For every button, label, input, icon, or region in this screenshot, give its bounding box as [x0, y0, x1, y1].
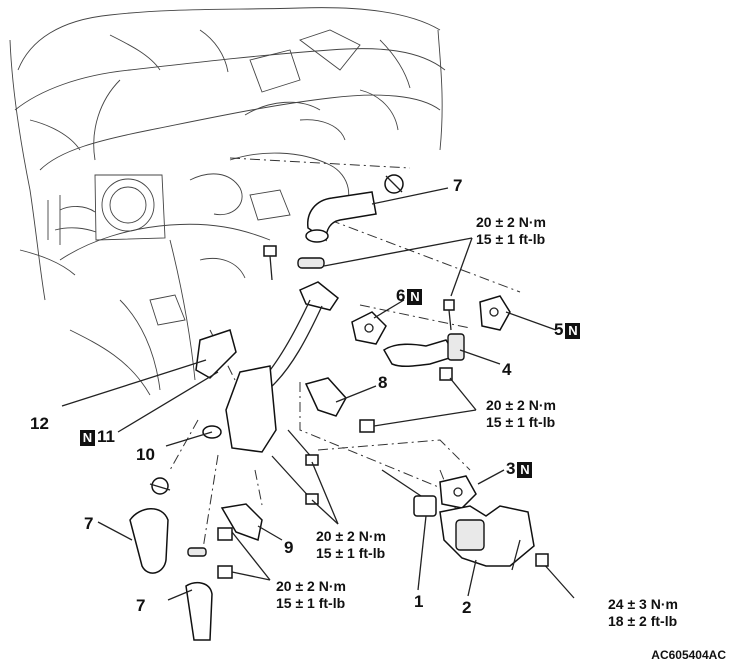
callout-12: 12 — [30, 414, 49, 433]
new-part-badge: N — [565, 322, 581, 339]
torque-spec-metric: 20 ± 2 N·m — [276, 578, 346, 594]
figure-code: AC605404AC — [651, 648, 726, 662]
new-part-badge: N — [80, 429, 95, 446]
torque-spec-bottom: 20 ± 2 N·m 15 ± 1 ft-lb — [276, 578, 346, 612]
assembly-guide-lines — [169, 157, 521, 556]
callout-10: 10 — [136, 445, 155, 464]
new-part-badge: N — [517, 461, 533, 478]
callout-11-number: 11 — [97, 427, 115, 446]
callout-3-number: 3 — [506, 459, 516, 478]
torque-spec-imperial: 15 ± 1 ft-lb — [476, 231, 546, 247]
callout-5-number: 5 — [554, 320, 564, 339]
torque-spec-imperial: 18 ± 2 ft-lb — [608, 613, 678, 629]
engine-outline — [9, 7, 446, 396]
callout-9: 9 — [284, 538, 294, 557]
callout-8: 8 — [378, 373, 388, 392]
callout-4: 4 — [502, 360, 512, 379]
callout-2: 2 — [462, 598, 472, 617]
torque-spec-top: 20 ± 2 N·m 15 ± 1 ft-lb — [476, 214, 546, 248]
torque-spec-metric: 24 ± 3 N·m — [608, 596, 678, 612]
torque-spec-imperial: 15 ± 1 ft-lb — [276, 595, 346, 611]
callout-7-left: 7 — [84, 514, 94, 533]
torque-spec-metric: 20 ± 2 N·m — [486, 397, 556, 413]
callout-7-upper: 7 — [453, 176, 463, 195]
callout-6-number: 6 — [396, 286, 406, 305]
torque-spec-imperial: 15 ± 1 ft-lb — [486, 414, 556, 430]
torque-spec-valve-bolt: 24 ± 3 N·m 18 ± 2 ft-lb — [608, 596, 678, 630]
new-part-badge: N — [407, 288, 423, 305]
torque-spec-lower: 20 ± 2 N·m 15 ± 1 ft-lb — [316, 528, 386, 562]
torque-spec-imperial: 15 ± 1 ft-lb — [316, 545, 386, 561]
callout-7-lower: 7 — [136, 596, 146, 615]
torque-spec-metric: 20 ± 2 N·m — [316, 528, 386, 544]
callout-1: 1 — [414, 592, 424, 611]
torque-spec-mid: 20 ± 2 N·m 15 ± 1 ft-lb — [486, 397, 556, 431]
leader-lines — [61, 187, 557, 601]
parts — [129, 174, 575, 641]
torque-spec-metric: 20 ± 2 N·m — [476, 214, 546, 230]
